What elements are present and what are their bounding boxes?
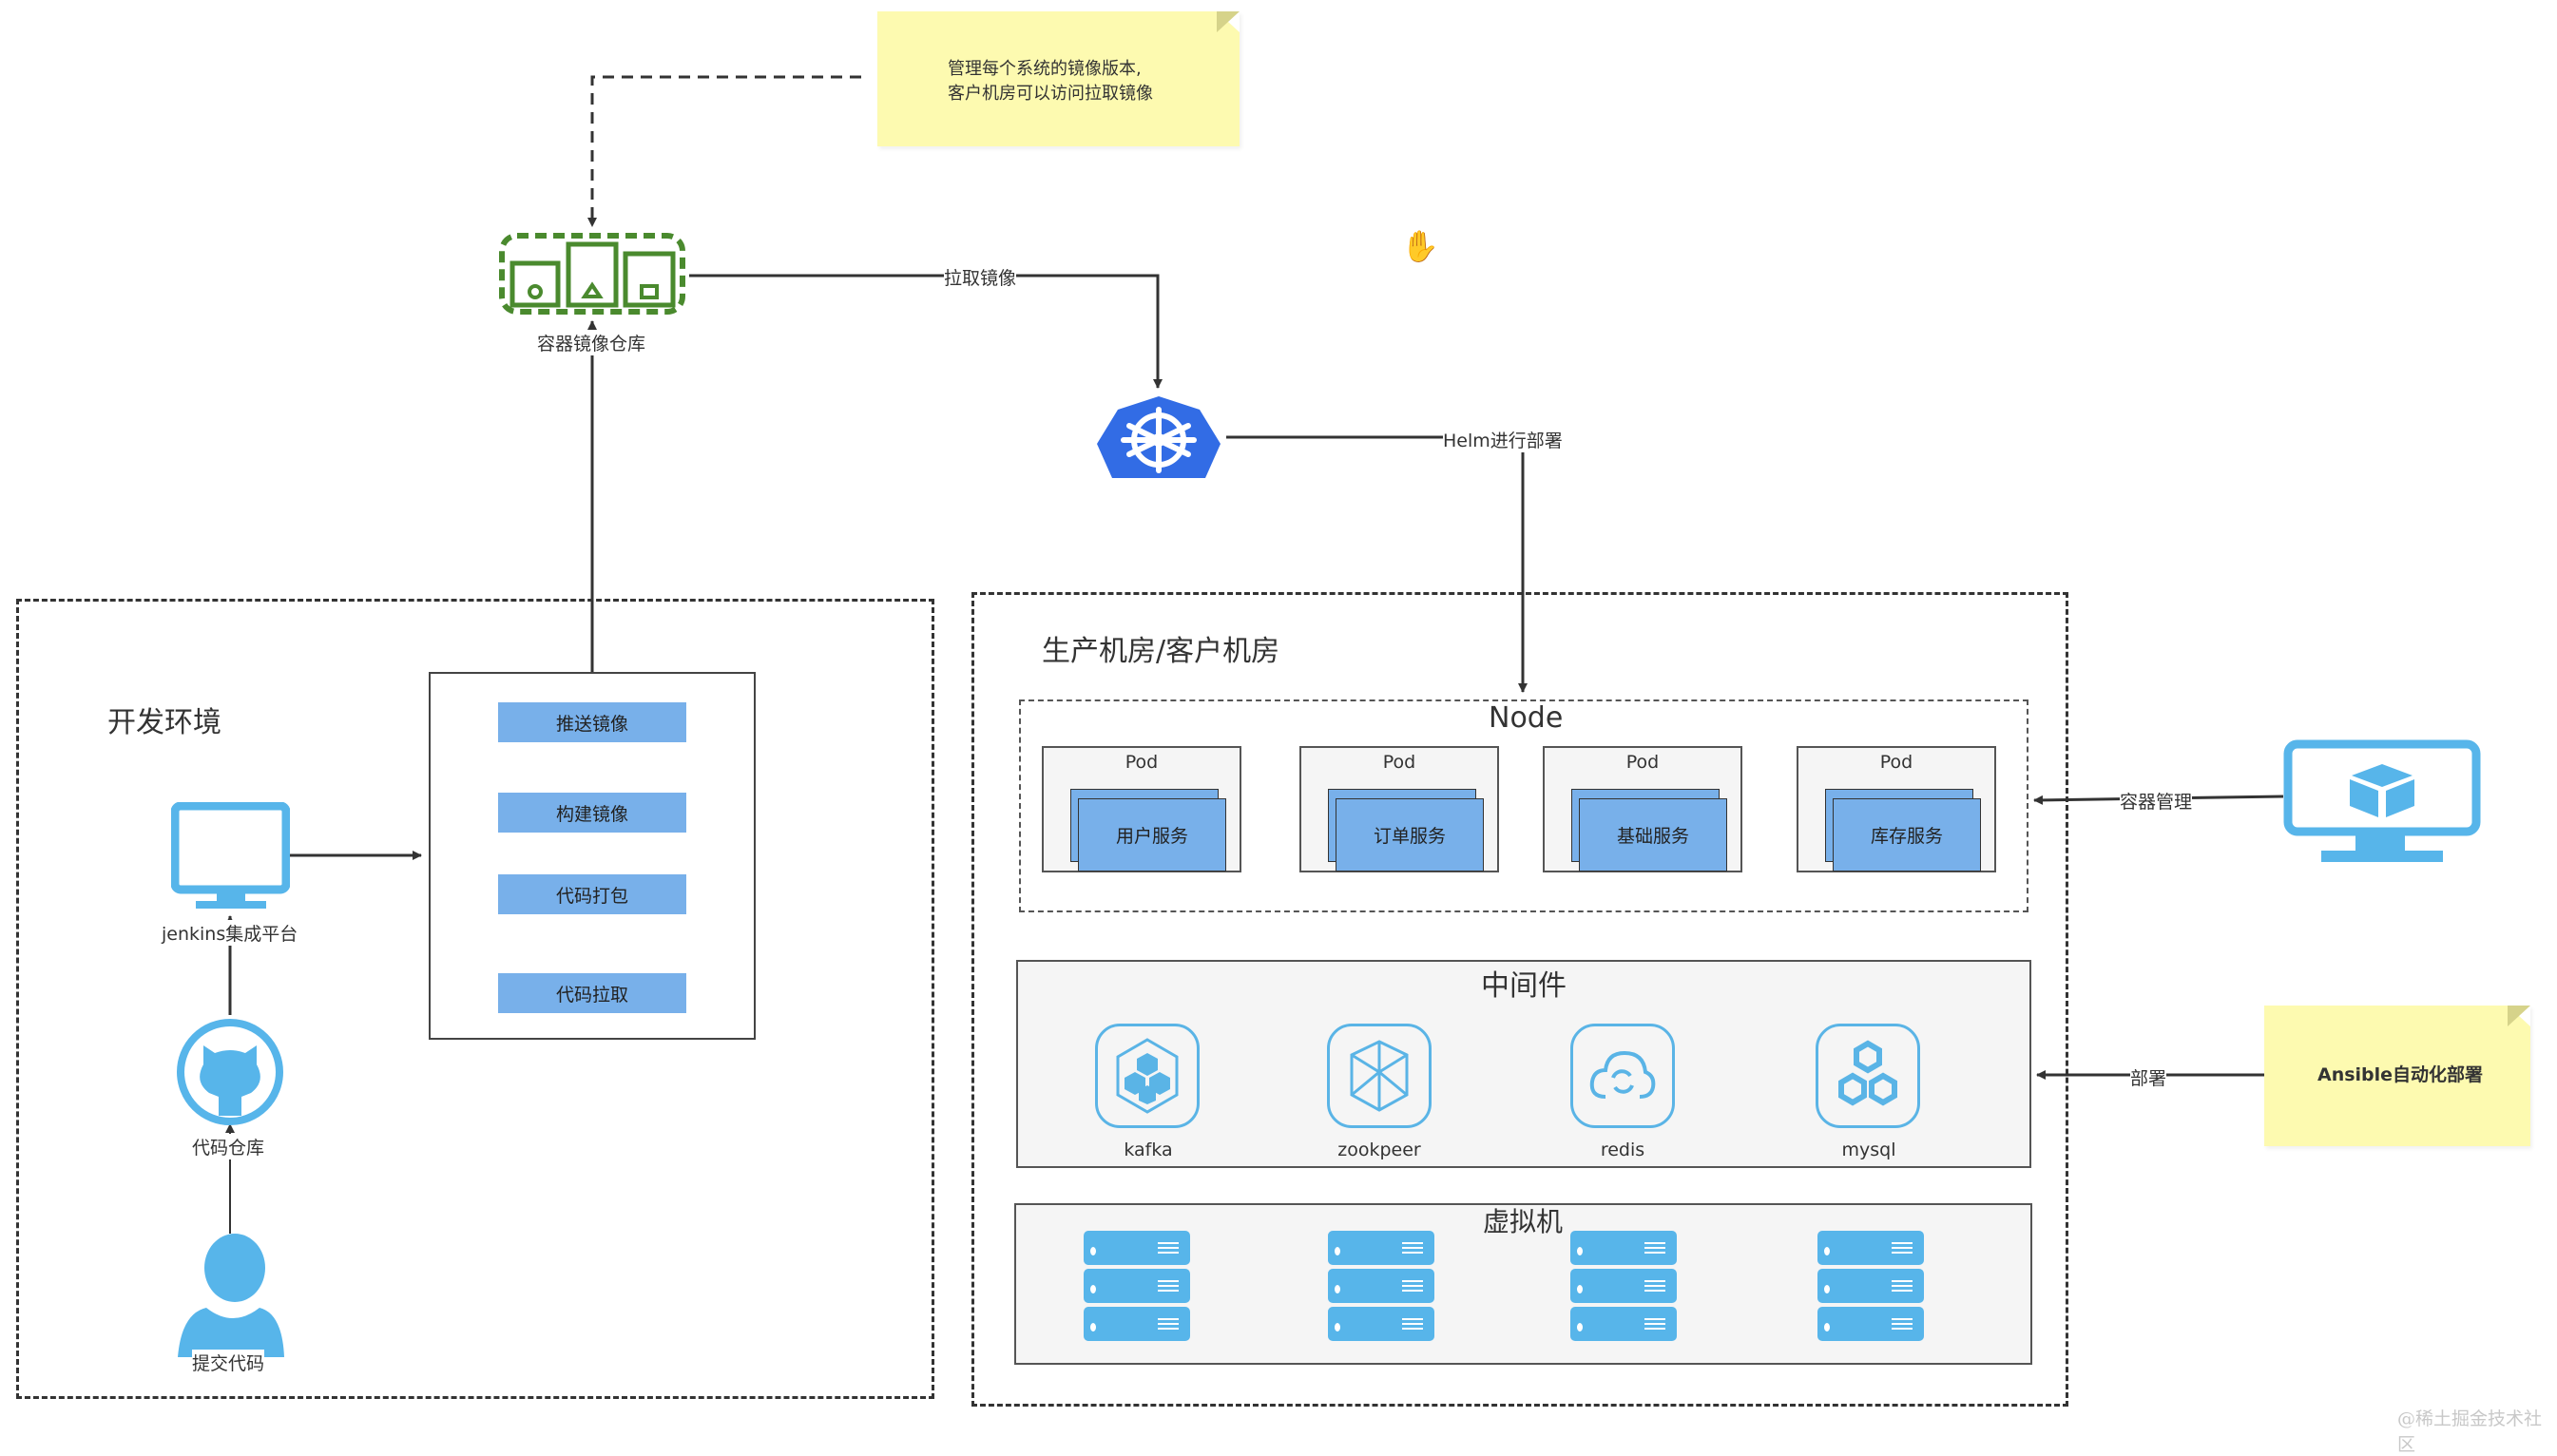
- pod-base-service[interactable]: Pod 基础服务: [1543, 746, 1742, 872]
- pipeline-step-push-image[interactable]: 推送镜像: [498, 702, 686, 742]
- pod-inventory-service[interactable]: Pod 库存服务: [1797, 746, 1996, 872]
- kubernetes-icon[interactable]: [1093, 394, 1224, 482]
- registry-note-line-1: 管理每个系统的镜像版本,: [948, 59, 1142, 79]
- pipeline-step-package[interactable]: 代码打包: [498, 874, 686, 914]
- registry-note-line-2: 客户机房可以访问拉取镜像: [948, 84, 1153, 104]
- zookeeper-label: zookpeer: [1337, 1140, 1421, 1160]
- prod-environment-title: 生产机房/客户机房: [1042, 635, 1280, 668]
- registry-label: 容器镜像仓库: [537, 330, 646, 355]
- repo-label: 代码仓库: [192, 1134, 265, 1159]
- registry-note: 管理每个系统的镜像版本, 客户机房可以访问拉取镜像: [877, 11, 1240, 146]
- note-to-registry-edge: [587, 75, 861, 227]
- pod-label: Pod: [1625, 752, 1660, 773]
- deploy-label: 部署: [2130, 1064, 2167, 1090]
- vm-server-icon[interactable]: [1084, 1231, 1190, 1345]
- jenkins-label: jenkins集成平台: [162, 920, 298, 946]
- service-label: 用户服务: [1078, 798, 1226, 872]
- mysql-hexagons-icon[interactable]: [1816, 1024, 1920, 1128]
- vm-title: 虚拟机: [1483, 1206, 1564, 1237]
- commit-label: 提交代码: [192, 1350, 265, 1375]
- container-registry-icon[interactable]: [499, 233, 685, 315]
- watermark: @稀土掘金技术社区: [2397, 1408, 2543, 1455]
- ansible-note-text: Ansible自动化部署: [2317, 1064, 2484, 1085]
- dev-environment-title: 开发环境: [107, 706, 221, 739]
- zookeeper-icon[interactable]: [1327, 1024, 1432, 1128]
- pod-label: Pod: [1879, 752, 1913, 773]
- prod-environment-group: [971, 592, 2068, 1407]
- pull-image-label: 拉取镜像: [944, 264, 1017, 290]
- mysql-label: mysql: [1841, 1140, 1896, 1160]
- pull-image-edge: [689, 274, 1163, 389]
- vm-server-icon[interactable]: [1570, 1231, 1677, 1345]
- pod-label: Pod: [1382, 752, 1416, 773]
- service-label: 库存服务: [1833, 798, 1981, 872]
- jenkins-pipeline-box: 推送镜像 构建镜像 代码打包 代码拉取: [429, 672, 756, 1040]
- service-label: 基础服务: [1579, 798, 1727, 872]
- node-title: Node: [1489, 701, 1564, 735]
- container-mgmt-label: 容器管理: [2120, 788, 2193, 814]
- github-repo-icon[interactable]: [175, 1017, 285, 1127]
- hand-cursor-icon: ✋: [1401, 228, 1439, 264]
- kafka-label: kafka: [1124, 1140, 1173, 1160]
- pipeline-step-build-image[interactable]: 构建镜像: [498, 793, 686, 833]
- pod-order-service[interactable]: Pod 订单服务: [1299, 746, 1499, 872]
- container-management-monitor-icon[interactable]: [2283, 739, 2481, 872]
- dev-environment-group: [16, 599, 934, 1399]
- middleware-title: 中间件: [1481, 969, 1567, 1003]
- developer-user-icon: [178, 1234, 284, 1357]
- vm-server-icon[interactable]: [1817, 1231, 1924, 1345]
- service-label: 订单服务: [1336, 798, 1484, 872]
- pipeline-step-pull-code[interactable]: 代码拉取: [498, 973, 686, 1013]
- vm-server-icon[interactable]: [1328, 1231, 1434, 1345]
- pod-user-service[interactable]: Pod 用户服务: [1042, 746, 1241, 872]
- node-group: [1019, 699, 2028, 912]
- jenkins-monitor-icon[interactable]: [170, 801, 291, 911]
- ansible-note: Ansible自动化部署: [2264, 1006, 2530, 1146]
- helm-deploy-label: Helm进行部署: [1443, 427, 1563, 452]
- redis-cloud-icon[interactable]: [1570, 1024, 1675, 1128]
- kafka-icon[interactable]: [1095, 1024, 1200, 1128]
- redis-label: redis: [1600, 1140, 1645, 1160]
- pod-label: Pod: [1125, 752, 1159, 773]
